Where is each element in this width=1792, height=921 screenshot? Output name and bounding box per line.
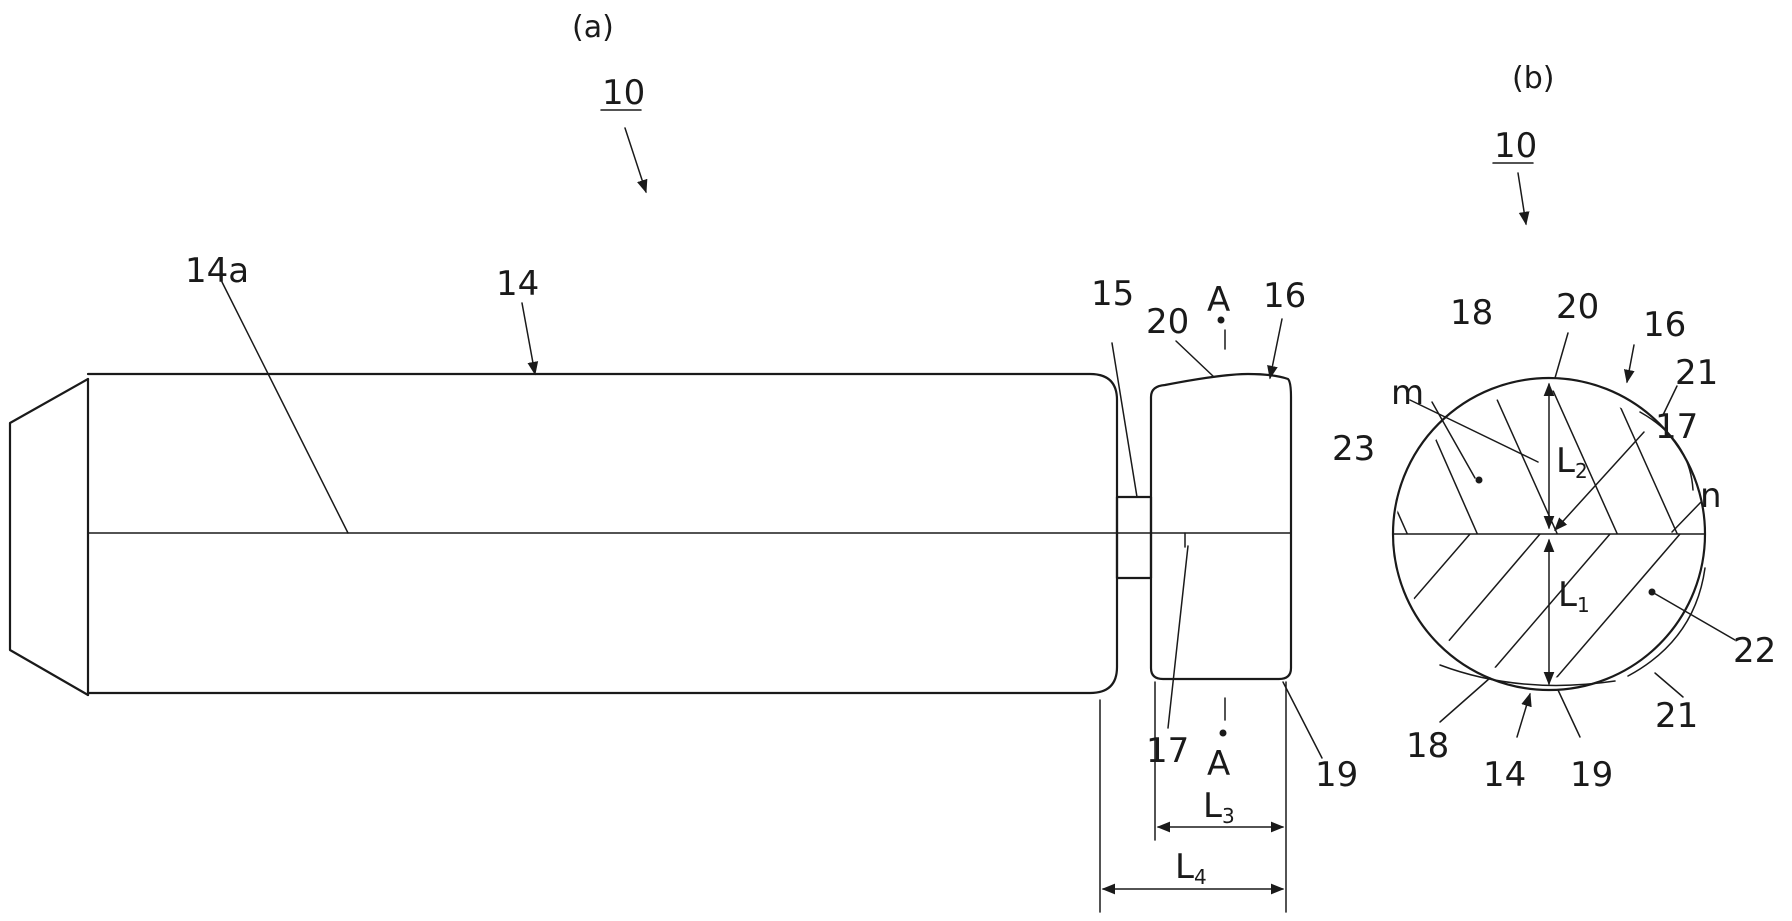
label-21-lower: 21 bbox=[1655, 696, 1698, 736]
label-18-upper: 18 bbox=[1450, 293, 1493, 333]
label-section-bottom: A bbox=[1207, 744, 1230, 784]
leader-19 bbox=[1283, 682, 1322, 758]
label-21-upper: 21 bbox=[1675, 353, 1718, 393]
leader-22 bbox=[1652, 592, 1735, 640]
leader-20 bbox=[1176, 341, 1214, 377]
region-23-dot bbox=[1476, 477, 1483, 484]
view-a-reference: 10 bbox=[602, 73, 645, 113]
view-b-caption: (b) bbox=[1512, 61, 1554, 96]
label-14: 14 bbox=[496, 264, 539, 304]
label-l4: L4 bbox=[1175, 847, 1207, 889]
upper-hatching bbox=[1330, 250, 1720, 540]
label-16: 16 bbox=[1263, 276, 1306, 316]
leader-14a bbox=[222, 282, 348, 533]
neck bbox=[1117, 497, 1151, 578]
leader-14b bbox=[1517, 694, 1530, 737]
leader-17 bbox=[1168, 546, 1188, 728]
view-b-reference-arrow bbox=[1518, 173, 1526, 224]
label-n: n bbox=[1700, 476, 1722, 516]
label-22: 22 bbox=[1733, 631, 1776, 671]
leader-m bbox=[1410, 400, 1538, 462]
pin-tip bbox=[10, 379, 88, 695]
leader-18-lower bbox=[1440, 678, 1490, 722]
leader-n bbox=[1672, 502, 1701, 532]
leader-20b bbox=[1555, 333, 1568, 378]
bottom-crescent bbox=[1440, 665, 1615, 685]
label-14a: 14a bbox=[185, 251, 249, 291]
section-mark-bottom-dot bbox=[1220, 730, 1227, 737]
label-19: 19 bbox=[1315, 755, 1358, 795]
label-16b: 16 bbox=[1643, 305, 1686, 345]
view-a-pin bbox=[10, 282, 1322, 912]
view-a-reference-arrow bbox=[625, 128, 646, 192]
head-outline bbox=[1151, 374, 1291, 679]
label-17: 17 bbox=[1146, 731, 1189, 771]
label-23: 23 bbox=[1332, 429, 1375, 469]
view-b-reference: 10 bbox=[1494, 126, 1537, 166]
label-18-lower: 18 bbox=[1406, 726, 1449, 766]
leader-21-lower bbox=[1655, 673, 1683, 697]
label-19b: 19 bbox=[1570, 755, 1613, 795]
label-20b: 20 bbox=[1556, 287, 1599, 327]
label-17b: 17 bbox=[1655, 407, 1698, 447]
leader-15 bbox=[1112, 343, 1137, 497]
label-15: 15 bbox=[1091, 274, 1134, 314]
label-20: 20 bbox=[1146, 302, 1189, 342]
leader-16 bbox=[1270, 319, 1282, 378]
view-a-caption: (a) bbox=[572, 10, 614, 45]
label-m: m bbox=[1391, 373, 1424, 413]
label-l2: L2 bbox=[1556, 441, 1588, 483]
label-l1: L1 bbox=[1558, 575, 1590, 617]
leader-14 bbox=[522, 303, 535, 374]
label-l3: L3 bbox=[1203, 786, 1235, 828]
leader-19b bbox=[1558, 690, 1580, 737]
leader-16b bbox=[1627, 345, 1634, 382]
label-14b: 14 bbox=[1483, 755, 1526, 795]
label-section-top: A bbox=[1207, 280, 1230, 320]
